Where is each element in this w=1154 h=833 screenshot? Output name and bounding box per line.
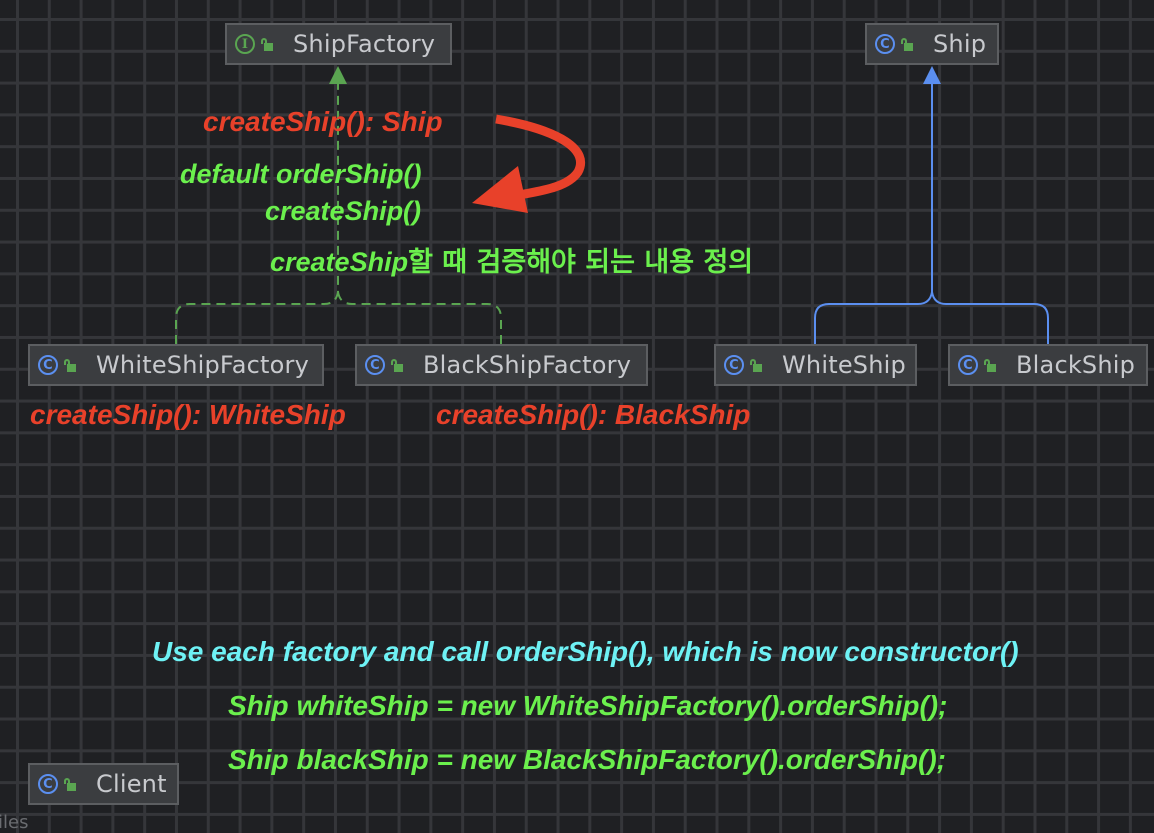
annotation-white-create: createShip(): WhiteShip: [30, 399, 346, 430]
implements-arrowhead: [329, 66, 347, 84]
class-icon: C: [958, 355, 978, 375]
extends-edges: [814, 84, 1049, 344]
node-label: Ship: [933, 30, 987, 58]
annotation-validation-method: createShip: [270, 247, 409, 277]
node-label: WhiteShipFactory: [96, 351, 310, 379]
node-blackshipfactory[interactable]: C BlackShipFactory: [355, 344, 648, 386]
annotation-factory-create: createShip(): Ship: [203, 106, 443, 137]
interface-icon: I: [235, 34, 255, 54]
public-lock-icon: [64, 358, 76, 372]
class-icon: C: [875, 34, 895, 54]
node-whiteship[interactable]: C WhiteShip: [714, 344, 917, 386]
annotation-black-create: createShip(): BlackShip: [436, 399, 751, 430]
annotation-usage-note: Use each factory and call orderShip(), w…: [152, 636, 1019, 667]
node-label: BlackShip: [1016, 351, 1136, 379]
red-curved-arrow: [495, 114, 586, 201]
annotation-validation-note: createShip할 때 검증해야 되는 내용 정의: [270, 240, 753, 279]
public-lock-icon: [901, 37, 913, 51]
public-lock-icon: [64, 777, 76, 791]
annotation-inner-create: createShip(): [265, 196, 422, 226]
node-label: WhiteShip: [782, 351, 906, 379]
annotation-default-order: default orderShip(): [180, 159, 422, 189]
clipped-label: iles: [0, 812, 29, 833]
node-client[interactable]: C Client: [28, 763, 179, 805]
public-lock-icon: [261, 37, 273, 51]
annotation-code-white: Ship whiteShip = new WhiteShipFactory().…: [228, 690, 948, 721]
red-arrowhead: [472, 166, 528, 213]
node-whiteshipfactory[interactable]: C WhiteShipFactory: [28, 344, 324, 386]
public-lock-icon: [391, 358, 403, 372]
public-lock-icon: [750, 358, 762, 372]
annotation-validation-korean: 할 때 검증해야 되는 내용 정의: [408, 247, 754, 278]
node-label: ShipFactory: [293, 30, 436, 58]
node-ship[interactable]: C Ship: [865, 23, 999, 65]
class-icon: C: [38, 355, 58, 375]
class-icon: C: [365, 355, 385, 375]
extends-arrowhead: [923, 66, 941, 84]
annotation-code-black: Ship blackShip = new BlackShipFactory().…: [228, 744, 947, 775]
class-icon: C: [724, 355, 744, 375]
class-icon: C: [38, 774, 58, 794]
public-lock-icon: [984, 358, 996, 372]
node-blackship[interactable]: C BlackShip: [948, 344, 1148, 386]
node-label: BlackShipFactory: [423, 351, 632, 379]
node-label: Client: [96, 770, 167, 798]
node-shipfactory[interactable]: I ShipFactory: [225, 23, 452, 65]
